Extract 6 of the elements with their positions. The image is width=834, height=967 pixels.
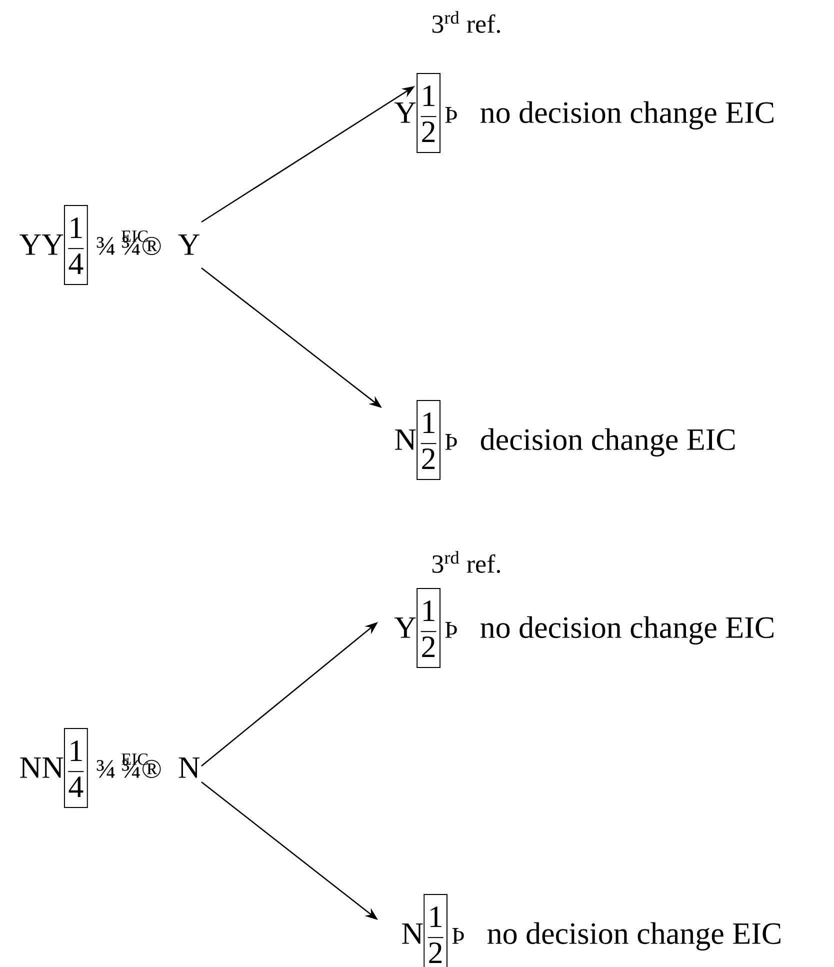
fraction-expression: Y 1 2 Þ no decision change EIC <box>394 72 774 154</box>
reference-label: 3$^{rd}$ ref. <box>432 550 500 573</box>
fraction-expression: N 1 2 Þ decision change EIC <box>395 400 735 480</box>
fraction-expression: Y 1 2 Þ no decision change EIC <box>394 588 774 668</box>
fraction-expression: N 1 2 Þ no decision change EIC <box>402 894 780 967</box>
reference-label: 3$^{rd}$ ref. <box>432 10 500 33</box>
